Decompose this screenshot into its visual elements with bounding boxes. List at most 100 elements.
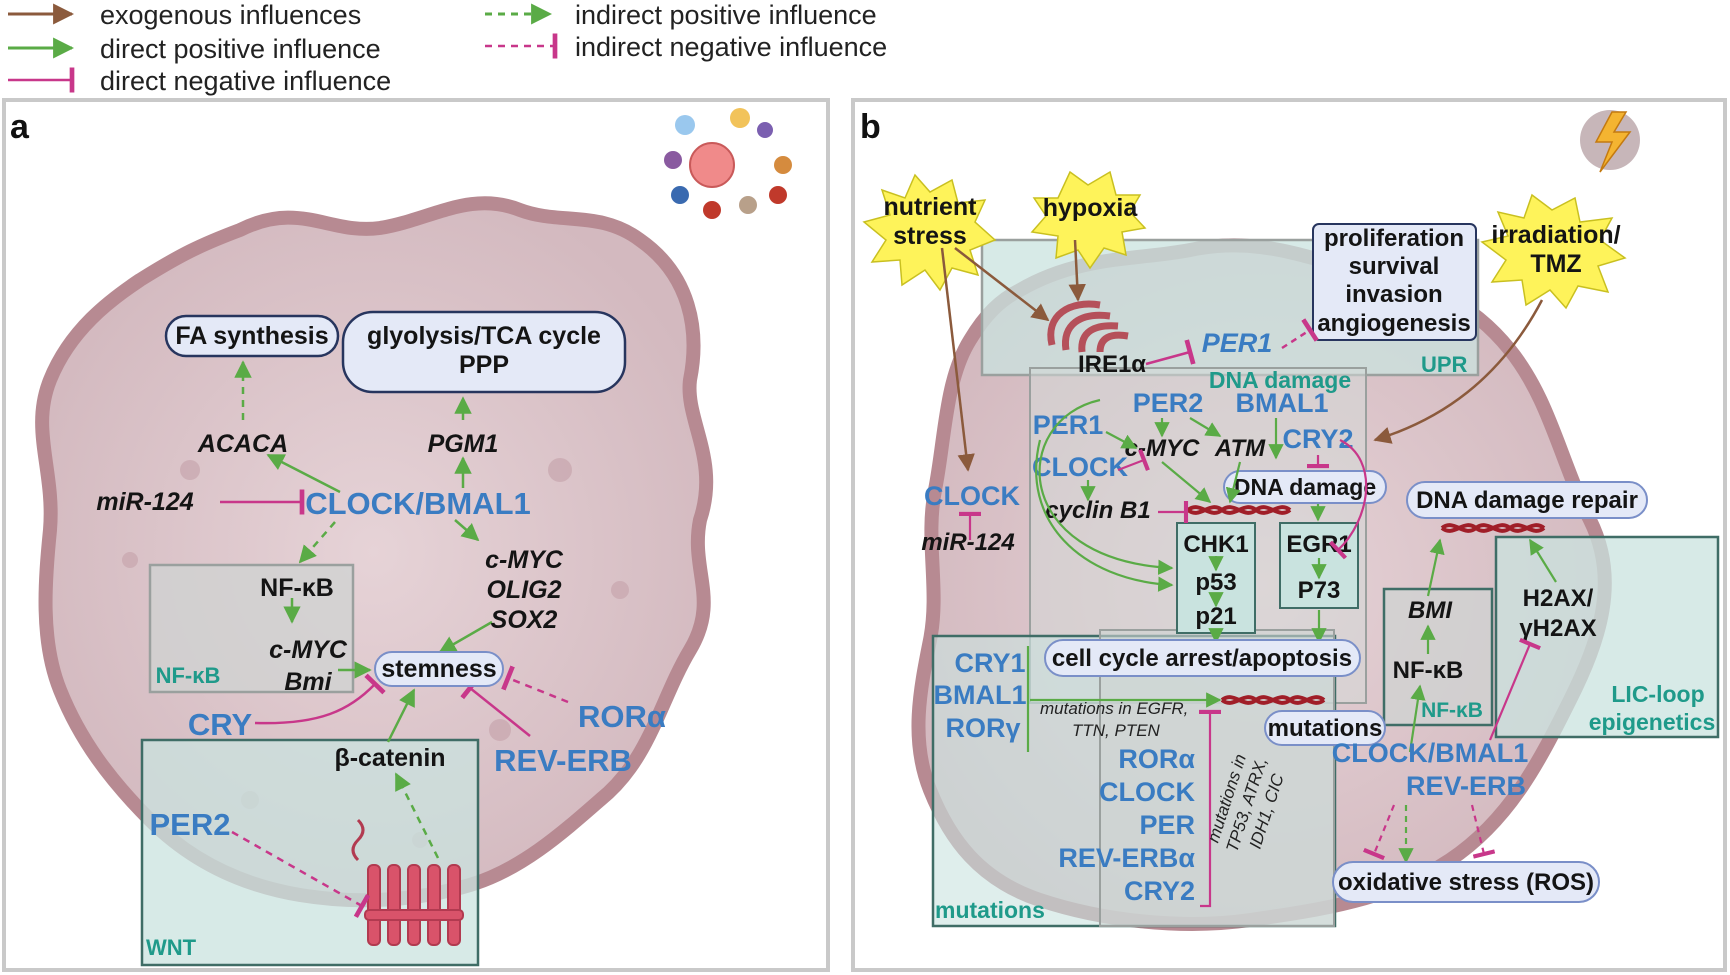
clock-bmal1-label-b: CLOCK/BMAL1 [1332, 738, 1529, 768]
per2-label: PER2 [150, 807, 231, 842]
lic-loop-box [1494, 535, 1720, 739]
oxidative-stress-label: oxidative stress (ROS) [1338, 869, 1594, 896]
rora-inhibits-stemness [501, 665, 569, 704]
dna-repair-box [1406, 481, 1648, 519]
bmi-label-b: BMI [1408, 597, 1453, 624]
nutrient-to-clock-arrow [940, 247, 975, 472]
clock-mut-label: CLOCK [1099, 777, 1195, 807]
p73-label: P73 [1298, 577, 1341, 604]
per1-to-p53-arrow [1035, 439, 1174, 592]
invasion-label: invasion [1345, 281, 1442, 308]
wnt-box [140, 738, 480, 967]
mutations-egfr-label: mutations in EGFR, [1040, 699, 1188, 718]
panel-a-letter: a [10, 108, 30, 146]
per1-inhibits-proliferation [1281, 318, 1319, 350]
clock-bmal1-label: CLOCK/BMAL1 [305, 486, 531, 521]
fa-synthesis-box [164, 314, 340, 358]
betacatenin-to-stemness-arrow [386, 688, 416, 743]
olig2-label: OLIG2 [486, 576, 561, 604]
wnt-to-betacatenin-arrow [394, 772, 440, 859]
irradiation-label-line1: irradiation/ [1491, 221, 1620, 249]
endoplasmic-reticulum-icon [1047, 300, 1129, 353]
chk1-p53-box [1176, 522, 1256, 634]
bmal1-mut-label: BMAL1 [934, 680, 1027, 710]
glycolysis-label-line2: PPP [459, 351, 509, 379]
cmyc-nfkb-label: c-MYC [269, 636, 348, 664]
nfkb-box-b [1382, 587, 1494, 727]
panel-b: b nutrient stress hypoxia [851, 98, 1727, 972]
panel-a: a [2, 98, 830, 972]
hypoxia-label: hypoxia [1043, 194, 1139, 222]
bmi-label: Bmi [284, 668, 332, 696]
cry-inhibits-stemness [254, 673, 386, 725]
h2ax-label-line1: H2AX/ [1523, 585, 1594, 612]
cmyc-label-b: c-MYC [1125, 435, 1200, 462]
cry1-label: CRY1 [954, 648, 1025, 678]
clock-inhibits-h2ax [1488, 637, 1541, 741]
glycolysis-label-line1: glyolysis/TCA cycle [367, 322, 601, 350]
nfkb-box-label: NF-κB [156, 663, 221, 688]
nutrient-stress-starburst [862, 173, 997, 292]
h2ax-label-line2: γH2AX [1519, 615, 1596, 642]
ire1a-inhibits-per1 [1145, 339, 1196, 366]
per1-upr-label: PER1 [1202, 328, 1273, 358]
hypoxia-to-er-arrow [1068, 239, 1086, 302]
nutrient-to-er-arrow [954, 247, 1050, 322]
dna-repair-label: DNA damage repair [1416, 487, 1638, 514]
tumor-microenvironment-icon [664, 108, 792, 219]
fa-synthesis-label: FA synthesis [175, 322, 328, 350]
clock-to-nfkb-arrow-b [1408, 684, 1426, 753]
hypoxia-starburst [1030, 170, 1147, 270]
clock-to-cmyc-arrow [454, 519, 480, 542]
ire1a-label: IRE1α [1078, 351, 1146, 378]
bmi-to-dna-repair-arrow [1426, 538, 1445, 597]
reverba-label: REV-ERBα [1058, 843, 1195, 873]
atm-to-dna-arrow [1225, 461, 1242, 504]
per2-to-chk1-arrow [1038, 398, 1174, 575]
mutations-box-label: mutations [1268, 715, 1383, 742]
h2ax-to-dna-repair-arrow [1529, 538, 1557, 583]
reverb-label-b: REV-ERB [1406, 771, 1526, 801]
mir124-label-b: miR-124 [921, 529, 1014, 556]
legend: exogenous influences direct positive inf… [8, 0, 887, 96]
proliferation-label: proliferation [1324, 225, 1464, 252]
dna-helix-icon [1186, 505, 1292, 515]
proliferation-box [1312, 223, 1477, 341]
dna-damage-region-label: DNA damage [1209, 367, 1351, 393]
clock-to-nfkb-arrow [298, 521, 336, 564]
cry2-inhibits-egr1 [1328, 439, 1368, 560]
irradiation-to-cry2-arrow [1373, 299, 1544, 444]
rora-label-b: RORα [1118, 744, 1195, 774]
explosion-icon [1580, 110, 1640, 173]
clock-inhibits-cmyc [1117, 448, 1150, 472]
nutrient-stress-label-line2: stress [893, 222, 967, 250]
stemness-label: stemness [381, 655, 496, 683]
mutations-box [1264, 710, 1386, 746]
dna-repair-helix-icon [1440, 523, 1546, 533]
cell-cycle-box [1044, 639, 1361, 677]
per2-label-b: PER2 [1133, 388, 1204, 418]
legend-direct-negative-label: direct negative influence [100, 66, 391, 96]
clock-to-acaca-arrow [266, 453, 341, 494]
legend-indirect-positive-label: indirect positive influence [575, 0, 877, 30]
p21-label: p21 [1195, 603, 1236, 630]
upr-box-label: UPR [1421, 352, 1468, 377]
per1-to-cmyc-arrow [1105, 431, 1138, 449]
acaca-label: ACACA [197, 430, 288, 458]
mutation-dna-icon [1220, 695, 1326, 705]
legend-indirect-negative-label: indirect negative influence [575, 32, 887, 62]
atm-label-b: ATM [1214, 435, 1266, 462]
stemness-box [374, 651, 504, 687]
sox2-label: SOX2 [491, 606, 558, 634]
mutations-ttn-label: TTN, PTEN [1072, 721, 1161, 740]
dna-damage-box-label: DNA damage [1234, 474, 1376, 500]
mutations-region-label: mutations [935, 897, 1045, 923]
survival-label: survival [1349, 253, 1440, 280]
clock-label-b: CLOCK [1032, 452, 1128, 482]
nfkb-box-label-b: NF-κB [1421, 699, 1483, 722]
reverb-inhibits-stemness [460, 676, 531, 737]
nfkb-label-b: NF-κB [1393, 657, 1464, 684]
lic-loop-label-line1: LIC-loop [1611, 681, 1704, 707]
nutrient-stress-label-line1: nutrient [883, 193, 977, 221]
